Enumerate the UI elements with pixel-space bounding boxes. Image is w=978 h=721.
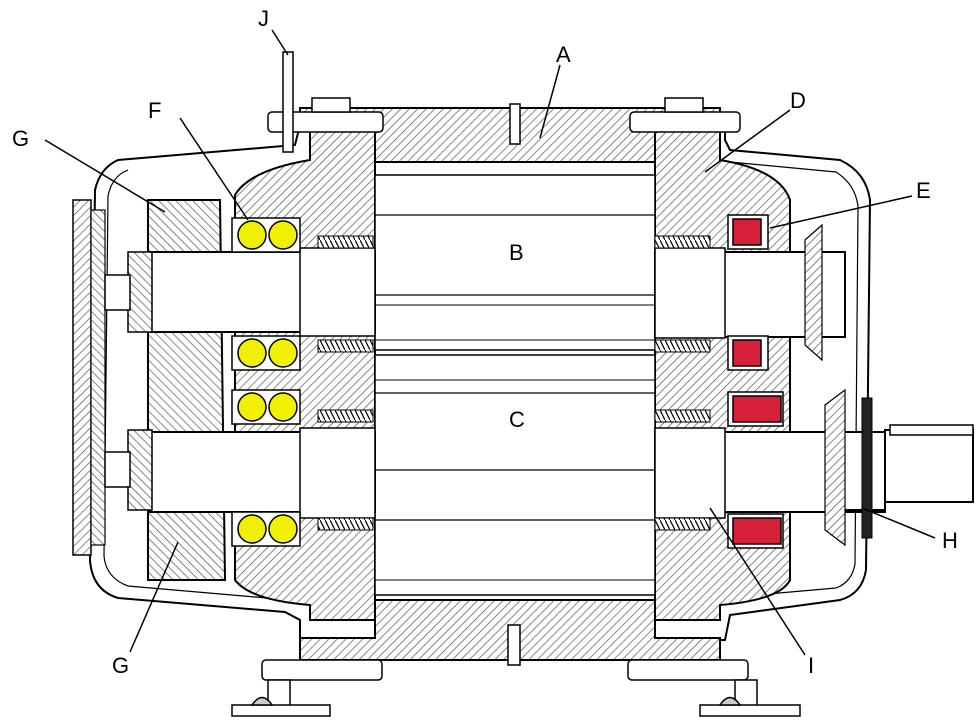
leader-g-top <box>44 139 166 213</box>
label-b: B <box>509 240 524 265</box>
support-feet <box>231 679 801 717</box>
leader-lines <box>44 29 936 656</box>
seal-left-upper <box>317 235 374 249</box>
label-a: A <box>556 42 571 67</box>
seal-left-mid-1 <box>317 339 374 353</box>
top-bolts <box>267 97 741 133</box>
label-f: F <box>148 98 161 123</box>
leader-j <box>271 29 289 56</box>
casing-top-slot <box>509 103 521 145</box>
label-e: E <box>916 178 931 203</box>
drive-shaft-end <box>884 429 974 503</box>
seal-right-upper <box>654 235 711 249</box>
left-end-plate <box>72 199 92 556</box>
seal-right-lower <box>654 517 711 531</box>
leader-a <box>539 64 561 139</box>
seal-left-lower <box>317 517 374 531</box>
lifting-eye <box>282 51 294 153</box>
seal-left-mid-2 <box>317 409 374 423</box>
drive-shaft-key <box>889 424 974 436</box>
upper-shaft-bolt <box>104 274 131 311</box>
leader-e <box>769 195 913 229</box>
label-d: D <box>790 88 806 113</box>
rotor-c <box>374 354 656 596</box>
left-end-plate-inner <box>90 209 106 546</box>
label-c: C <box>509 407 525 432</box>
label-h: H <box>942 528 958 553</box>
right-roller-bearings <box>727 214 784 549</box>
label-g-top: G <box>12 126 29 151</box>
label-i: I <box>808 653 814 678</box>
outer-cover-inner-line <box>103 161 859 601</box>
leader-d <box>704 109 791 173</box>
seal-right-mid-2 <box>654 409 711 423</box>
leader-i <box>709 507 806 656</box>
left-ball-bearings <box>231 217 301 547</box>
casing-bottom-slot <box>507 624 521 666</box>
lower-shaft-nut <box>127 429 153 511</box>
bottom-bolts <box>261 659 749 681</box>
lower-left-shaft-collar <box>299 427 376 519</box>
outer-cover <box>88 124 872 641</box>
right-timing-gear-upper <box>804 223 823 362</box>
leader-h <box>861 507 936 539</box>
upper-shaft-nut <box>127 251 153 333</box>
label-j: J <box>258 6 269 31</box>
seal-right-mid-1 <box>654 339 711 353</box>
right-timing-gear-lower <box>824 388 846 547</box>
leader-g-bottom <box>129 541 179 653</box>
rotor-b <box>374 174 656 351</box>
leader-f <box>179 117 249 221</box>
lower-right-shaft-collar <box>654 427 726 519</box>
lower-shaft-bolt <box>104 451 131 488</box>
upper-right-shaft-collar <box>654 247 726 339</box>
upper-left-shaft-collar <box>299 247 376 337</box>
label-g-bottom: G <box>112 653 129 678</box>
shaft-seal-disc <box>861 397 873 539</box>
